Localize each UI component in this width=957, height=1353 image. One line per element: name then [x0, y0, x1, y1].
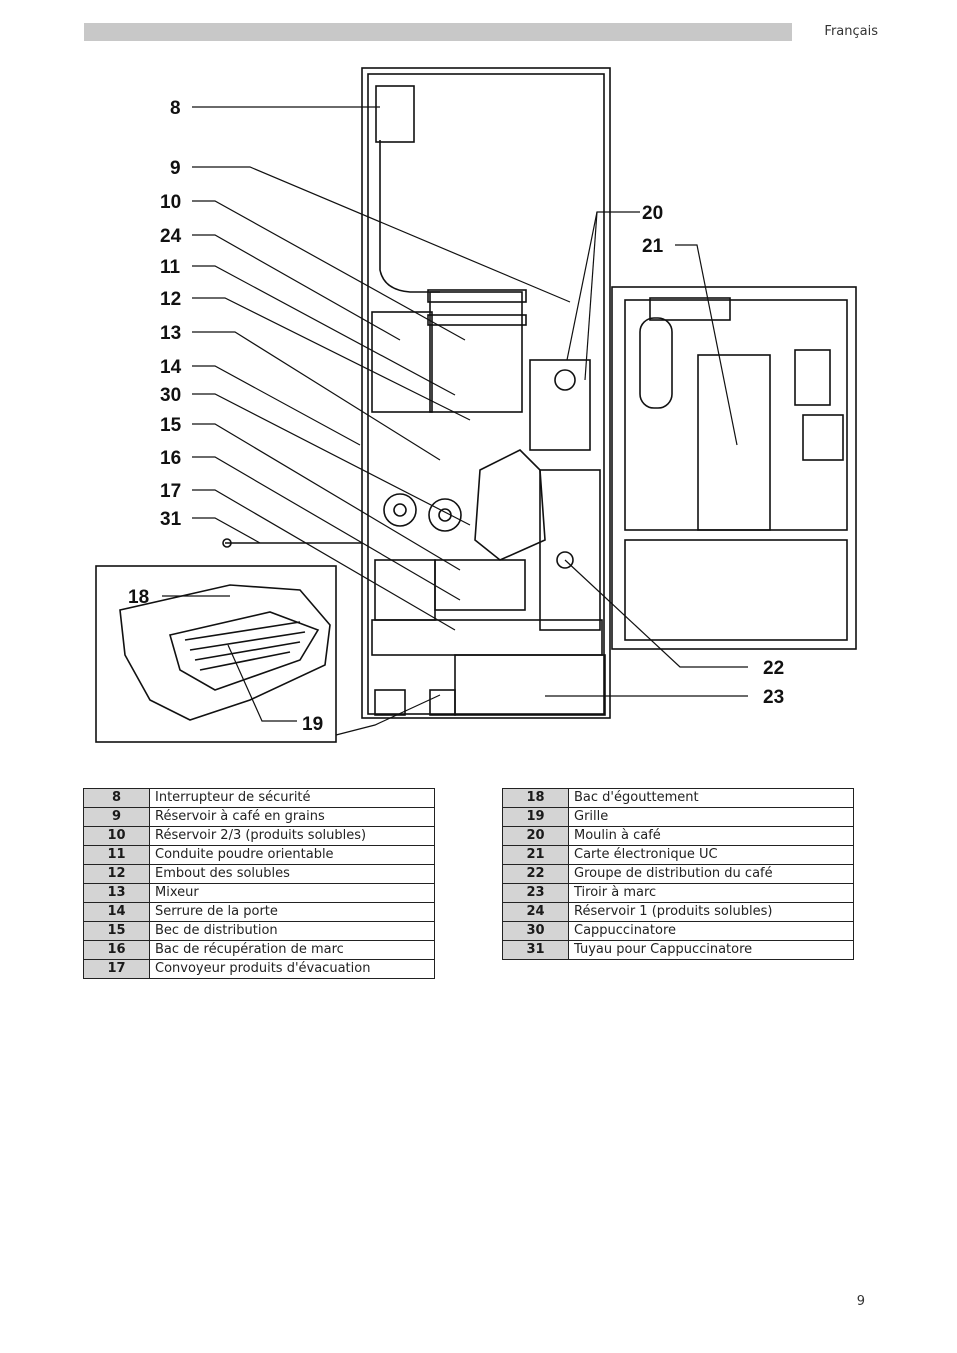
callout-18: 18 — [128, 587, 149, 608]
legend-number: 23 — [502, 883, 569, 903]
legend-number: 15 — [83, 921, 150, 941]
legend-label: Moulin à café — [568, 826, 854, 846]
cabinet-inner — [367, 73, 605, 715]
grounds-bin — [434, 559, 526, 611]
hose — [379, 140, 440, 293]
legend-label: Serrure de la porte — [149, 902, 435, 922]
callout-12: 12 — [160, 289, 181, 310]
legend-number: 16 — [83, 940, 150, 960]
legend-label: Embout des solubles — [149, 864, 435, 884]
grinder — [529, 359, 591, 451]
cabinet-outline — [361, 67, 611, 719]
legend-label: Grille — [568, 807, 854, 827]
legend-label: Bac d'égouttement — [568, 788, 854, 808]
legend-number: 13 — [83, 883, 150, 903]
callout-19: 19 — [302, 714, 323, 735]
bean-hopper — [429, 291, 523, 413]
callout-8: 8 — [170, 98, 181, 119]
machine-diagram: 8 9 10 24 11 12 13 14 30 15 16 17 31 20 … — [95, 67, 857, 743]
legend-number: 18 — [502, 788, 569, 808]
legend-label: Tiroir à marc — [568, 883, 854, 903]
page-number: 9 — [856, 1294, 865, 1309]
legend-number: 12 — [83, 864, 150, 884]
brew-group — [474, 449, 546, 561]
legend-number: 10 — [83, 826, 150, 846]
legend-label: Tuyau pour Cappuccinatore — [568, 940, 854, 960]
callout-11: 11 — [160, 257, 181, 278]
callout-14: 14 — [160, 357, 182, 378]
callout-23: 23 — [763, 687, 784, 708]
mixer-left — [383, 493, 417, 527]
legend-number: 30 — [502, 921, 569, 941]
grounds-drawer — [454, 654, 606, 716]
legend-number: 19 — [502, 807, 569, 827]
legend-number: 21 — [502, 845, 569, 865]
legend-label: Bec de distribution — [149, 921, 435, 941]
grille — [168, 611, 320, 691]
callout-20: 20 — [642, 203, 663, 224]
callout-31: 31 — [160, 509, 182, 530]
legend-label: Interrupteur de sécurité — [149, 788, 435, 808]
callout-24: 24 — [160, 226, 182, 247]
legend-number: 22 — [502, 864, 569, 884]
legend-number: 31 — [502, 940, 569, 960]
callout-30: 30 — [160, 385, 181, 406]
legend-label: Réservoir à café en grains — [149, 807, 435, 827]
mixer-right — [428, 498, 462, 532]
header-bar — [84, 23, 792, 41]
legend-number: 17 — [83, 959, 150, 979]
callout-16: 16 — [160, 448, 181, 469]
legend-label: Groupe de distribution du café — [568, 864, 854, 884]
cpu-board — [697, 354, 771, 531]
safety-switch — [375, 85, 415, 143]
legend-label: Mixeur — [149, 883, 435, 903]
callout-13: 13 — [160, 323, 181, 344]
legend-label: Carte électronique UC — [568, 845, 854, 865]
legend-number: 14 — [83, 902, 150, 922]
drip-tray — [119, 584, 331, 721]
legend-label: Bac de récupération de marc — [149, 940, 435, 960]
callout-21: 21 — [642, 236, 664, 257]
callout-17: 17 — [160, 481, 181, 502]
legend-label: Conduite poudre orientable — [149, 845, 435, 865]
legend-number: 20 — [502, 826, 569, 846]
callout-9: 9 — [170, 158, 181, 179]
legend-number: 9 — [83, 807, 150, 827]
callout-22: 22 — [763, 658, 784, 679]
legend-label: Convoyeur produits d'évacuation — [149, 959, 435, 979]
legend-number: 24 — [502, 902, 569, 922]
soluble-container — [371, 311, 433, 413]
legend-label: Cappuccinatore — [568, 921, 854, 941]
door-panel — [611, 286, 857, 650]
callout-10: 10 — [160, 192, 181, 213]
legend-number: 8 — [83, 788, 150, 808]
legend-label: Réservoir 1 (produits solubles) — [568, 902, 854, 922]
legend-number: 11 — [83, 845, 150, 865]
callout-15: 15 — [160, 415, 182, 436]
inset-frame — [95, 565, 337, 743]
legend-label: Réservoir 2/3 (produits solubles) — [149, 826, 435, 846]
language-label: Français — [824, 24, 878, 39]
